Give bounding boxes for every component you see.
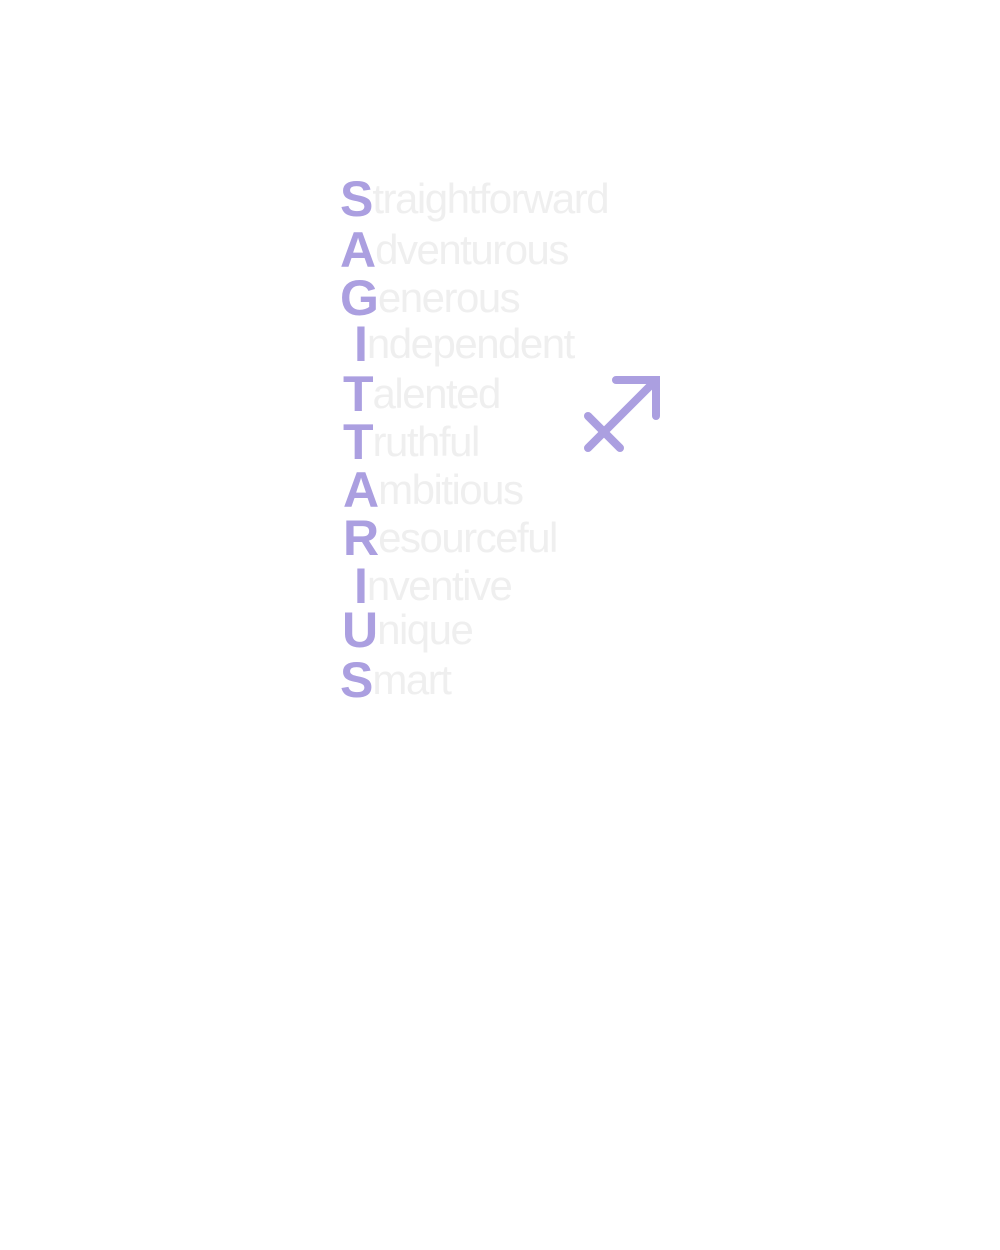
initial-letter: G	[340, 270, 379, 326]
word-rest: nique	[377, 606, 474, 653]
initial-letter: I	[354, 558, 368, 614]
word-rest: alented	[372, 370, 502, 417]
initial-letter: A	[340, 222, 377, 278]
word-rest: dventurous	[375, 226, 569, 273]
initial-letter: T	[343, 414, 374, 470]
word-rest: mart	[372, 656, 452, 703]
initial-letter: T	[343, 366, 374, 422]
word-rest: esourceful	[378, 514, 558, 561]
word-rest: ruthful	[372, 418, 481, 465]
initial-letter: R	[343, 510, 380, 566]
word-rest: ndependent	[366, 320, 575, 367]
initial-letter: I	[354, 316, 368, 372]
word-rest: mbitious	[378, 466, 524, 513]
word-rest: nventive	[366, 562, 513, 609]
word-rest: enerous	[377, 274, 521, 321]
sagittarius-icon	[584, 376, 660, 452]
initial-letter: S	[340, 652, 374, 708]
initial-letter: S	[340, 171, 374, 227]
initial-letter: A	[343, 462, 380, 518]
word-rest: traightforward	[372, 175, 609, 222]
initial-letter: U	[342, 602, 379, 658]
